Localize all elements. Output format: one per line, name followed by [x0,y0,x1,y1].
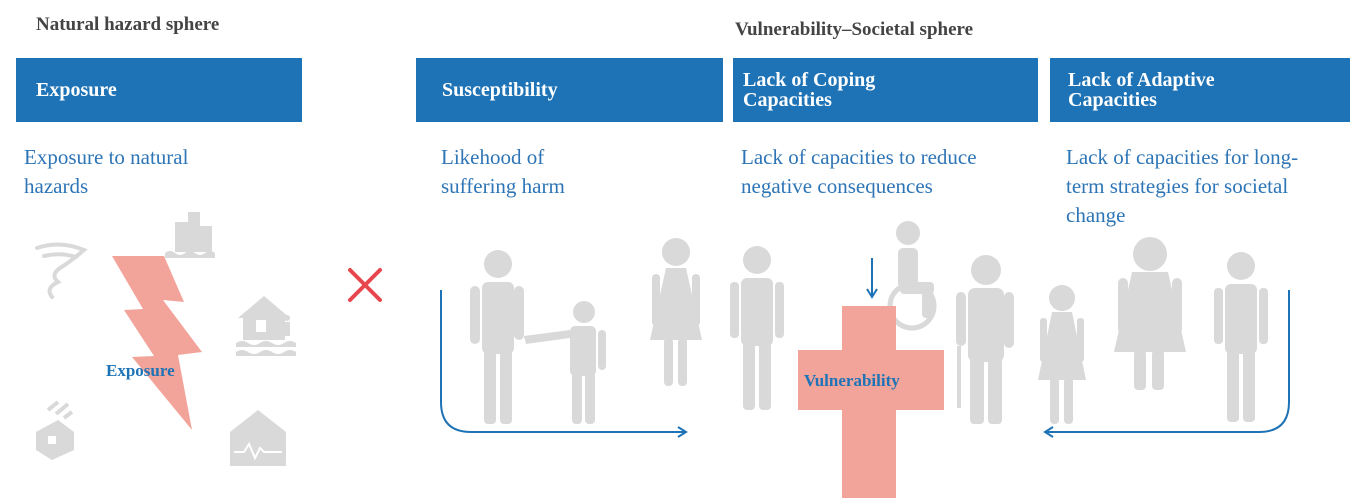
tornado-icon [35,242,88,299]
societal-sphere-title: Vulnerability–Societal sphere [735,19,974,40]
adaptive-capacities-header-label: Lack of Adaptive Capacities [1068,69,1215,111]
wheelchair-icon [887,221,937,331]
coping-capacities-header-label: Lack of Coping Capacities [743,69,876,111]
susceptibility-description: Likehood of suffering harm [441,145,565,198]
exposure-label: Exposure [106,361,175,380]
person-boy [524,301,606,424]
flooded-city-icon [165,212,215,258]
people-silhouettes [470,221,1268,424]
susceptibility-header: Susceptibility [416,58,723,122]
vulnerability-label: Vulnerability [804,371,900,390]
right-bracket-arrow [1045,290,1290,433]
adaptive-description: Lack of capacities for long-term strateg… [1066,145,1299,227]
exposure-description: Exposure to natural hazards [24,145,189,198]
person-woman-1 [650,238,702,386]
coping-capacities-header: Lack of Coping Capacities [733,58,1038,122]
susceptibility-header-label: Susceptibility [442,79,558,101]
earthquake-icon [230,410,286,466]
lightning-icon [112,256,202,430]
flooded-house-icon [236,296,296,356]
exposure-header-label: Exposure [36,79,117,101]
landslide-icon [36,400,74,460]
multiply-icon [348,268,382,302]
person-elderly-man [956,255,1014,424]
left-bracket-arrow [440,290,686,433]
person-girl [1038,285,1086,424]
person-man-2 [730,246,784,410]
bracket-arrows [440,258,1290,438]
coping-description: Lack of capacities to reduce negative co… [741,145,977,198]
person-man-3 [1214,252,1268,422]
vulnerability-cross [798,306,944,498]
natural-hazard-sphere-title: Natural hazard sphere [36,14,220,35]
person-elderly-woman [1114,237,1186,390]
exposure-header: Exposure [16,58,302,122]
adaptive-capacities-header: Lack of Adaptive Capacities [1050,58,1350,122]
person-man-1 [470,250,524,424]
